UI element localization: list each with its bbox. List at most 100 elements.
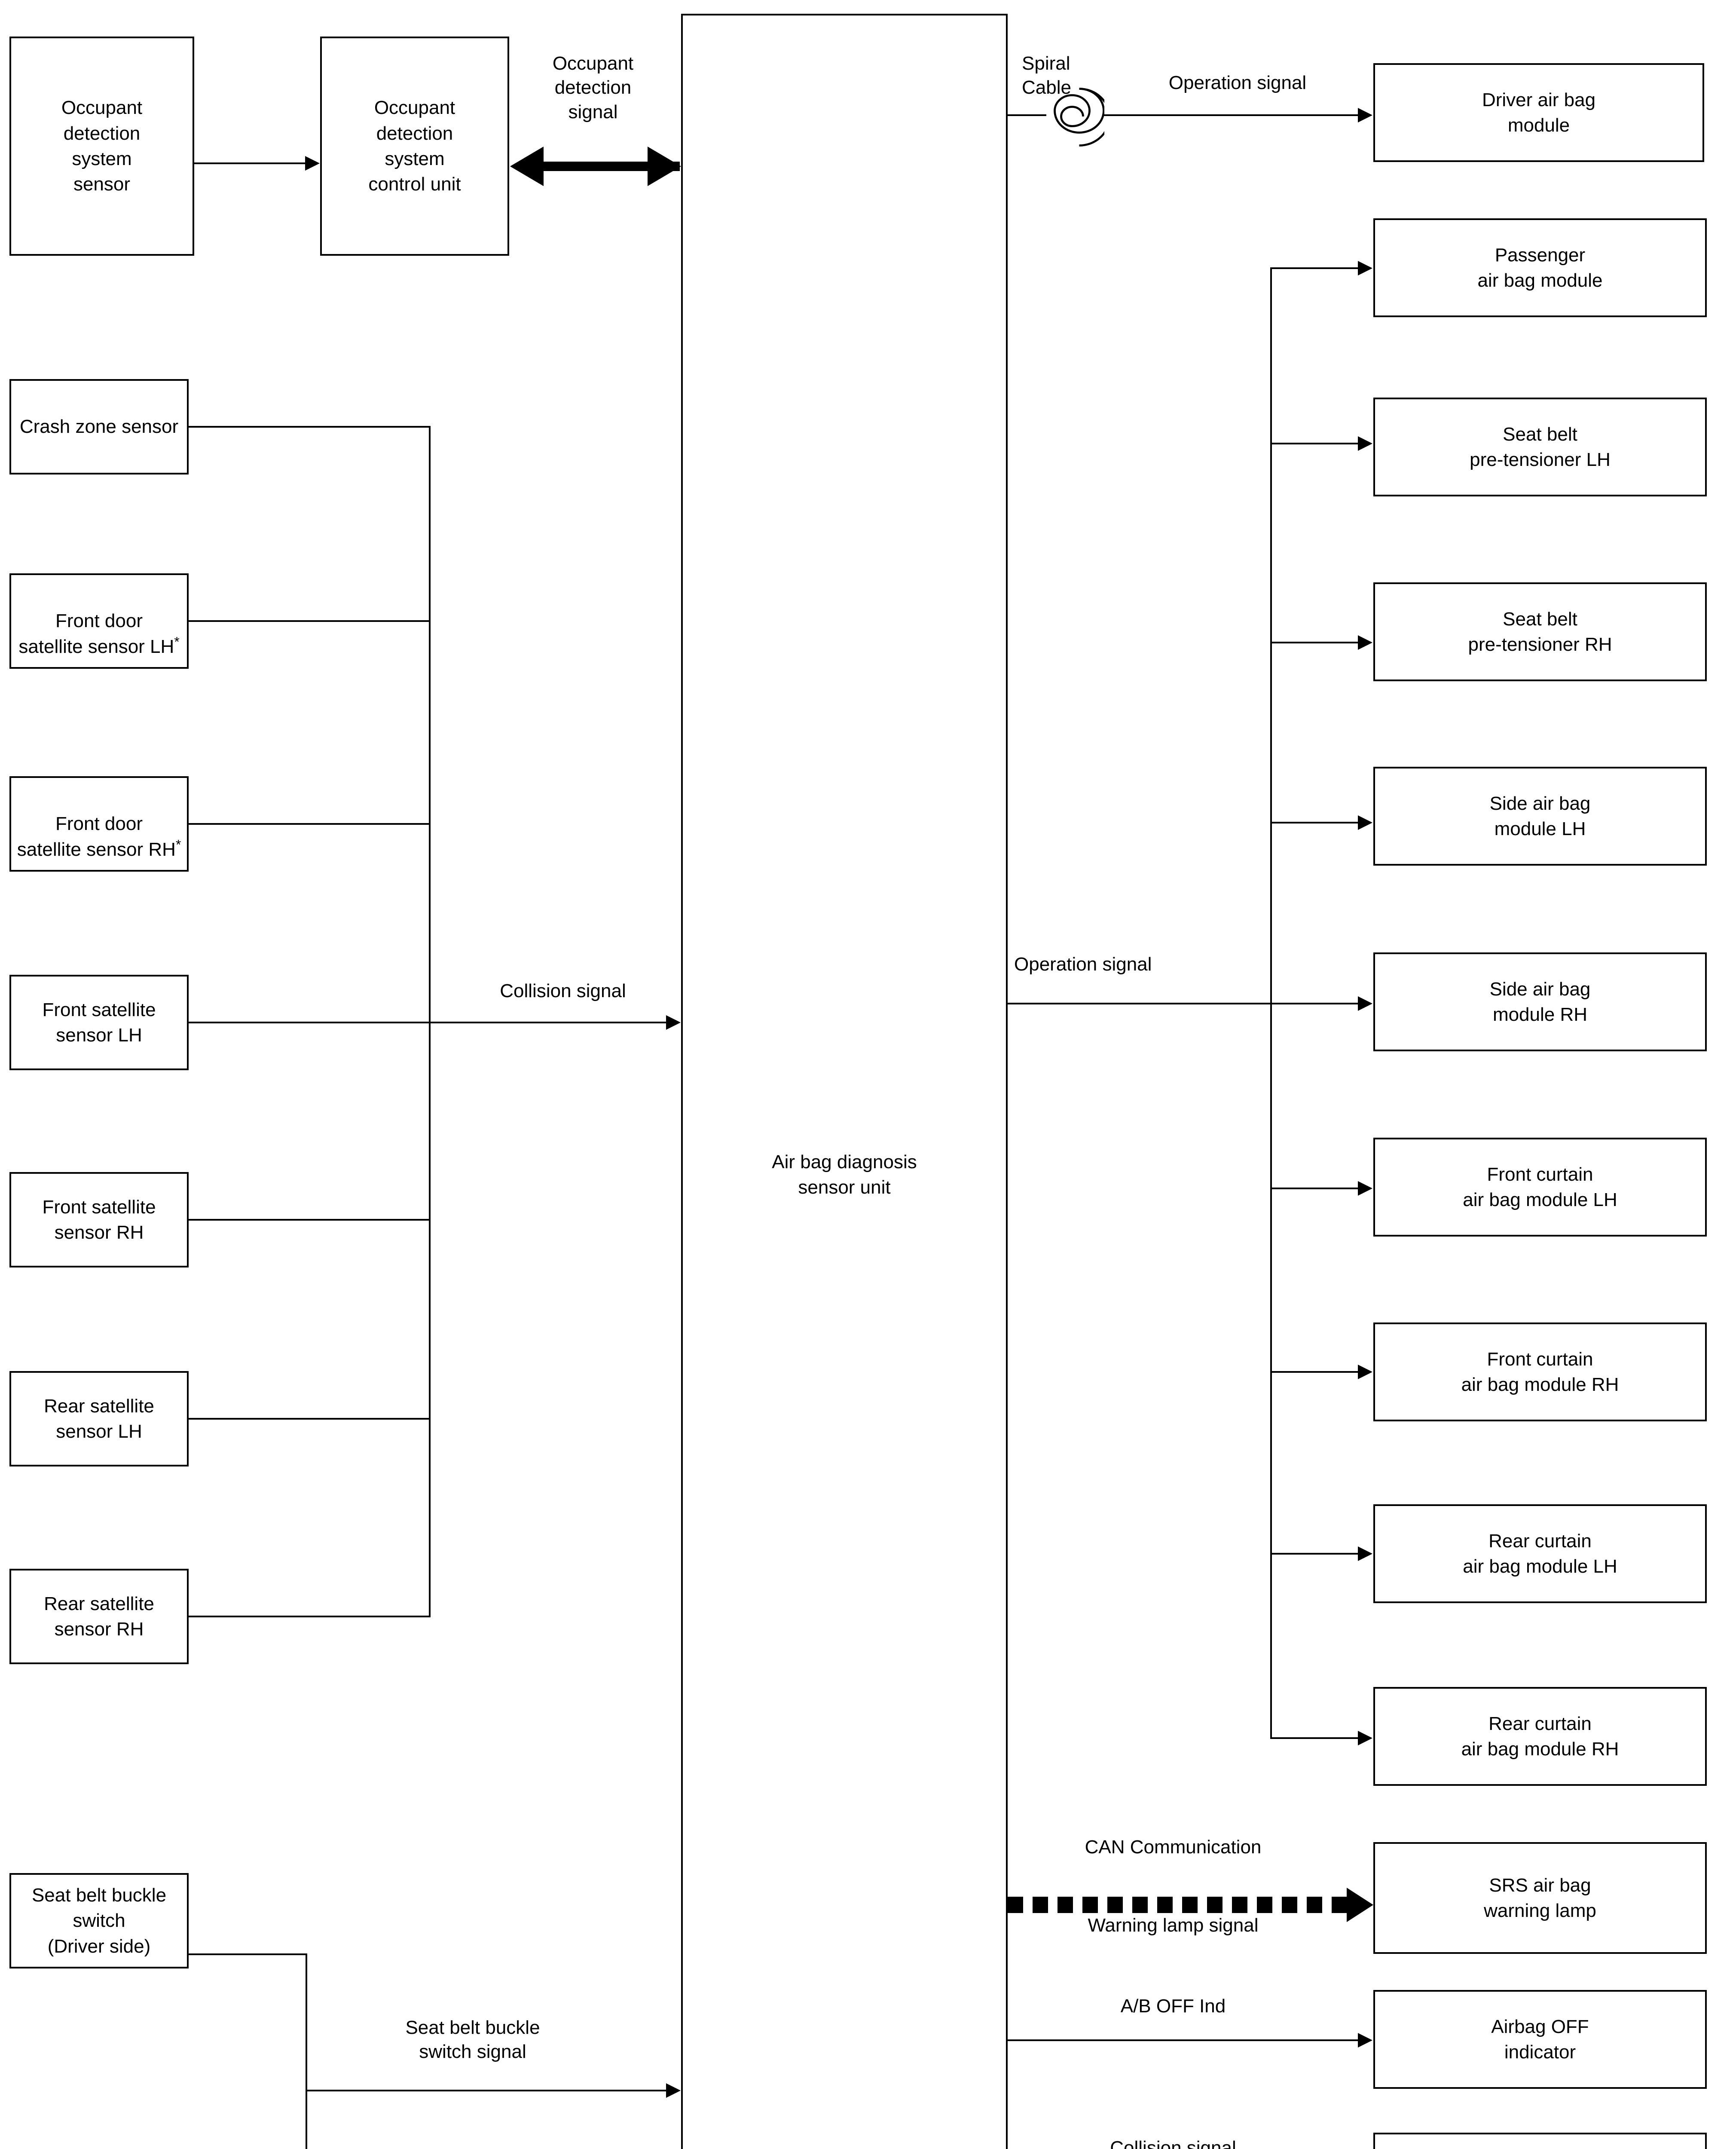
airbag-off-indicator-box[interactable]: Airbag OFF indicator	[1373, 1990, 1707, 2089]
bcm-box[interactable]: BCM	[1373, 2133, 1707, 2149]
side-air-bag-module-lh-box[interactable]: Side air bag module LH	[1373, 767, 1707, 866]
crash-zone-sensor-box[interactable]: Crash zone sensor	[9, 379, 189, 474]
spiral-cable-icon	[1040, 84, 1111, 149]
crash-zone-sensor-stub	[187, 426, 431, 428]
seat-belt-pre-tensioner-rh-box[interactable]: Seat belt pre-tensioner RH	[1373, 582, 1707, 681]
seat-belt-buckle-switch-driver-label: Seat belt buckle switch (Driver side)	[31, 1884, 167, 1957]
branch-arrowhead-front-curtain-lh	[1358, 1181, 1372, 1196]
rear-curtain-air-bag-module-lh-box[interactable]: Rear curtain air bag module LH	[1373, 1504, 1707, 1603]
occupant-detection-system-control-unit-label: Occupant detection system control unit	[368, 97, 461, 195]
branch-line-front-curtain-lh	[1270, 1188, 1360, 1189]
operation-signal-driver-label: Operation signal	[1168, 72, 1307, 93]
operation-signal-driver-line	[1102, 114, 1366, 116]
ab-off-ind-line	[1008, 2039, 1358, 2041]
rear-satellite-sensor-lh-box[interactable]: Rear satellite sensor LH	[9, 1371, 189, 1466]
front-satellite-rh-stub	[187, 1219, 431, 1221]
warning-lamp-signal-label: Warning lamp signal	[1088, 1915, 1259, 1936]
branch-line-seat-belt-pretensioner-lh	[1270, 443, 1360, 444]
footnote-asterisk-rh: *	[175, 836, 181, 852]
branch-arrowhead-rear-curtain-lh	[1358, 1546, 1372, 1561]
branch-arrowhead-passenger-air-bag	[1358, 261, 1372, 276]
driver-air-bag-module-box[interactable]: Driver air bag module	[1373, 63, 1704, 162]
front-door-satellite-sensor-rh-box[interactable]: Front door satellite sensor RH*	[9, 776, 189, 872]
front-satellite-sensor-lh-box[interactable]: Front satellite sensor LH	[9, 975, 189, 1070]
seat-belt-pre-tensioner-lh-box[interactable]: Seat belt pre-tensioner LH	[1373, 398, 1707, 496]
collision-signal-in-label: Collision signal	[500, 980, 626, 1001]
driver-air-bag-module-label: Driver air bag module	[1482, 89, 1596, 136]
rear-satellite-rh-stub	[187, 1616, 431, 1617]
branch-arrowhead-rear-curtain-rh	[1358, 1731, 1372, 1745]
rear-curtain-air-bag-module-rh-label: Rear curtain air bag module RH	[1461, 1713, 1619, 1760]
collision-signal-in-line	[429, 1022, 666, 1023]
passenger-air-bag-module-box[interactable]: Passenger air bag module	[1373, 218, 1707, 317]
occupant-detection-signal-bar	[542, 162, 680, 171]
operation-signal-distribution-trunk	[1270, 267, 1272, 1737]
front-curtain-air-bag-module-lh-label: Front curtain air bag module LH	[1463, 1163, 1617, 1210]
front-satellite-sensor-rh-box[interactable]: Front satellite sensor RH	[9, 1172, 189, 1267]
seat-belt-pre-tensioner-rh-label: Seat belt pre-tensioner RH	[1468, 608, 1612, 655]
branch-line-seat-belt-pretensioner-rh	[1270, 642, 1360, 643]
front-satellite-lh-stub	[187, 1022, 431, 1023]
occupant-detection-system-sensor-box[interactable]: Occupant detection system sensor	[9, 37, 194, 256]
occupant-detection-signal-arrowhead-right	[648, 147, 681, 186]
seat-belt-buckle-switch-driver-box[interactable]: Seat belt buckle switch (Driver side)	[9, 1873, 189, 1968]
buckle-switch-bus-trunk	[306, 1953, 307, 2149]
rear-curtain-air-bag-module-rh-box[interactable]: Rear curtain air bag module RH	[1373, 1687, 1707, 1786]
branch-arrowhead-seat-belt-pretensioner-lh	[1358, 436, 1372, 451]
ab-off-ind-arrowhead	[1358, 2033, 1372, 2048]
front-curtain-air-bag-module-lh-box[interactable]: Front curtain air bag module LH	[1373, 1138, 1707, 1237]
rear-satellite-lh-stub	[187, 1418, 431, 1420]
branch-line-side-air-bag-lh	[1270, 822, 1360, 823]
buckle-switch-driver-stub	[187, 1953, 307, 1955]
occupant-detection-system-control-unit-box[interactable]: Occupant detection system control unit	[320, 37, 509, 256]
airbag-off-indicator-label: Airbag OFF indicator	[1491, 2016, 1589, 2063]
side-air-bag-module-lh-label: Side air bag module LH	[1489, 793, 1591, 839]
crash-zone-sensor-label: Crash zone sensor	[19, 416, 179, 438]
branch-line-passenger-air-bag	[1270, 267, 1360, 269]
seat-belt-buckle-switch-signal-label: Seat belt buckle switch signal	[405, 2017, 540, 2063]
front-door-satellite-sensor-lh-label: Front door satellite sensor LH*	[14, 583, 183, 659]
front-door-satellite-sensor-lh-text: Front door satellite sensor LH	[18, 610, 174, 657]
occupant-detection-system-sensor-label: Occupant detection system sensor	[61, 97, 143, 195]
front-curtain-air-bag-module-rh-label: Front curtain air bag module RH	[1461, 1348, 1619, 1395]
seat-belt-buckle-switch-signal-arrowhead	[666, 2083, 681, 2098]
footnote-asterisk-lh: *	[174, 634, 180, 649]
air-bag-diagnosis-sensor-unit-box[interactable]: Air bag diagnosis sensor unit	[681, 14, 1008, 2149]
occupant-sensor-to-control-unit-line	[194, 162, 305, 164]
passenger-air-bag-module-label: Passenger air bag module	[1477, 244, 1603, 291]
front-satellite-sensor-rh-label: Front satellite sensor RH	[42, 1196, 156, 1243]
front-door-satellite-sensor-rh-text: Front door satellite sensor RH	[17, 813, 176, 860]
rear-satellite-sensor-rh-box[interactable]: Rear satellite sensor RH	[9, 1569, 189, 1664]
operation-signal-modules-label: Operation signal	[1014, 954, 1152, 975]
spiral-cable-inlet-line	[1008, 114, 1046, 116]
seat-belt-buckle-switch-signal-line	[306, 2090, 666, 2091]
collision-signal-out-label: Collision signal	[1110, 2137, 1236, 2149]
collision-signal-in-arrowhead	[666, 1015, 681, 1030]
branch-line-rear-curtain-rh	[1270, 1737, 1360, 1739]
side-air-bag-module-rh-box[interactable]: Side air bag module RH	[1373, 952, 1707, 1051]
occupant-detection-signal-arrowhead-left	[510, 147, 544, 186]
spiral-cable-label: Spiral Cable	[1022, 53, 1071, 98]
seat-belt-pre-tensioner-lh-label: Seat belt pre-tensioner LH	[1470, 423, 1611, 470]
rear-curtain-air-bag-module-lh-label: Rear curtain air bag module LH	[1463, 1530, 1617, 1577]
front-door-satellite-sensor-lh-box[interactable]: Front door satellite sensor LH*	[9, 573, 189, 669]
occupant-sensor-to-control-unit-arrowhead	[305, 156, 320, 171]
branch-arrowhead-side-air-bag-lh	[1358, 815, 1372, 830]
operation-signal-driver-arrowhead	[1358, 108, 1372, 122]
can-communication-bar	[1008, 1897, 1347, 1913]
branch-line-front-curtain-rh	[1270, 1371, 1360, 1373]
front-curtain-air-bag-module-rh-box[interactable]: Front curtain air bag module RH	[1373, 1322, 1707, 1421]
can-communication-arrowhead	[1347, 1888, 1373, 1922]
operation-signal-modules-line	[1008, 1003, 1358, 1004]
branch-arrowhead-front-curtain-rh	[1358, 1365, 1372, 1379]
rear-satellite-sensor-rh-label: Rear satellite sensor RH	[44, 1593, 154, 1640]
side-air-bag-module-rh-label: Side air bag module RH	[1489, 978, 1591, 1025]
ab-off-ind-label: A/B OFF Ind	[1120, 1996, 1226, 2017]
branch-line-rear-curtain-lh	[1270, 1553, 1360, 1555]
operation-signal-modules-arrowhead	[1358, 996, 1372, 1011]
srs-air-bag-warning-lamp-box[interactable]: SRS air bag warning lamp	[1373, 1842, 1707, 1954]
can-communication-label: CAN Communication	[1085, 1837, 1262, 1858]
branch-arrowhead-seat-belt-pretensioner-rh	[1358, 635, 1372, 650]
air-bag-diagnosis-sensor-unit-label: Air bag diagnosis sensor unit	[772, 1151, 917, 1198]
